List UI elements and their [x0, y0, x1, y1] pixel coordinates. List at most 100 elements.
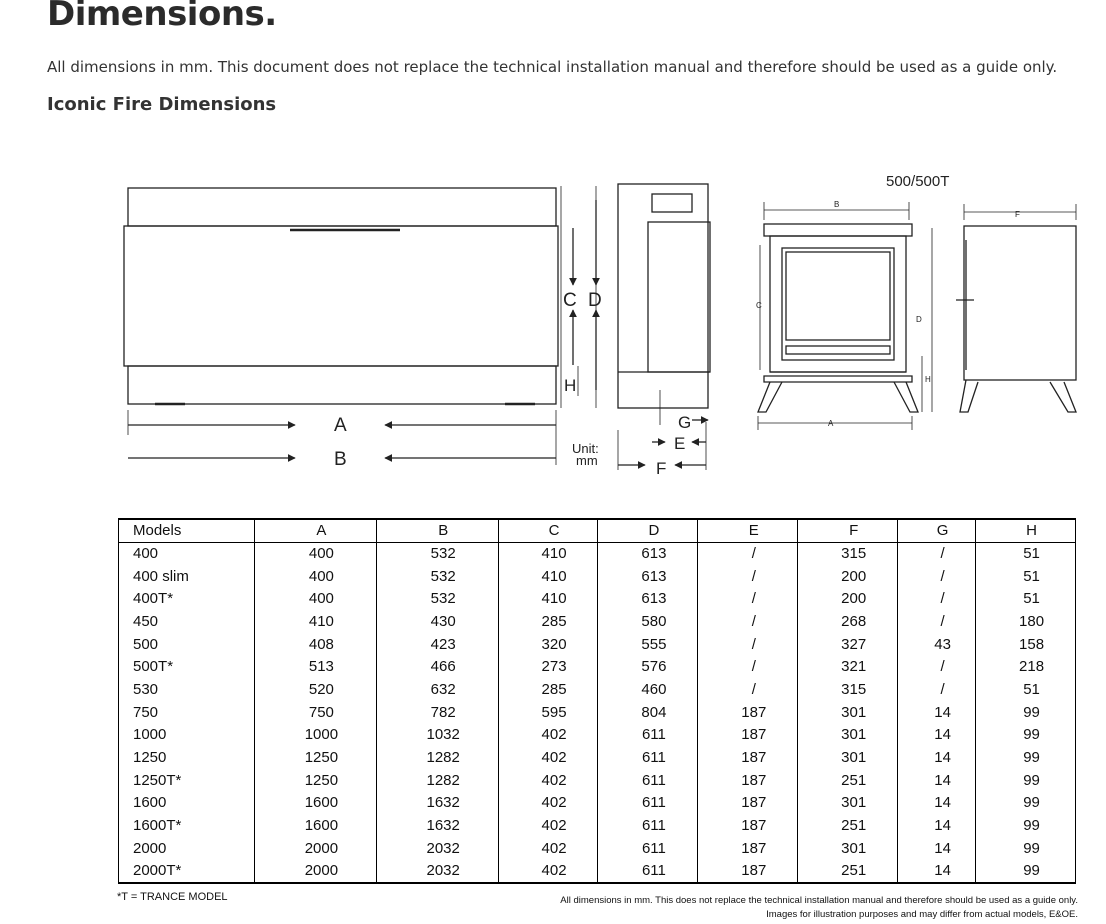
intro-text: All dimensions in mm. This document does… — [47, 58, 1058, 76]
model-cell: 1250 — [118, 746, 255, 770]
dimension-cell: 187 — [697, 792, 799, 815]
dimension-cell: / — [897, 587, 977, 611]
label-f: F — [656, 459, 666, 478]
dimension-cell: 611 — [597, 746, 699, 770]
dimension-cell: 520 — [254, 678, 377, 702]
dimension-cell: 327 — [797, 633, 899, 656]
column-header: B — [375, 518, 499, 543]
dimension-cell: 1032 — [375, 724, 499, 747]
model-cell: 450 — [118, 610, 255, 634]
dimension-cell: 268 — [797, 610, 899, 634]
model-cell: 1600T* — [118, 814, 255, 838]
stove-label-a: A — [828, 419, 834, 428]
dimension-cell: 315 — [797, 678, 899, 702]
dimension-cell: 613 — [597, 565, 699, 588]
dimension-cell: / — [897, 655, 977, 679]
model-cell: 1600 — [118, 792, 255, 815]
dimension-cell: 555 — [597, 633, 699, 656]
model-cell: 400T* — [118, 587, 255, 611]
dimension-cell: 315 — [797, 542, 899, 566]
dimension-cell: 532 — [375, 587, 499, 611]
dimension-cell: / — [697, 542, 799, 566]
dimension-cell: 218 — [975, 655, 1076, 679]
front-view-drawing — [123, 186, 600, 465]
column-header: Models — [118, 518, 255, 543]
stove-label-d: D — [916, 315, 922, 324]
dimension-cell: 187 — [697, 724, 799, 747]
footnote: *T = TRANCE MODEL — [117, 891, 228, 903]
side-view-drawing — [617, 183, 711, 470]
dimension-cell: 285 — [497, 610, 599, 634]
dimension-cell: / — [897, 565, 977, 588]
dimension-cell: 1632 — [375, 792, 499, 815]
dimension-cell: / — [697, 587, 799, 611]
dimension-cell: 613 — [597, 587, 699, 611]
dimension-cell: 532 — [375, 542, 499, 566]
dimension-cell: 2032 — [375, 837, 499, 861]
dimension-cell: 187 — [697, 814, 799, 838]
dimension-cell: / — [697, 655, 799, 679]
dimension-cell: 2032 — [375, 860, 499, 885]
stove-label-c: C — [756, 301, 762, 310]
dimension-cell: 51 — [975, 565, 1076, 588]
model-cell: 1250T* — [118, 769, 255, 793]
dimension-cell: 408 — [254, 633, 377, 656]
label-e: E — [674, 434, 685, 453]
dimension-cell: 187 — [697, 701, 799, 724]
dimension-cell: 99 — [975, 746, 1076, 770]
stove-title: 500/500T — [886, 173, 949, 190]
dimension-cell: 1000 — [254, 724, 377, 747]
dimension-cell: 51 — [975, 542, 1076, 566]
dimension-cell: 410 — [254, 610, 377, 634]
dimension-cell: 513 — [254, 655, 377, 679]
dimension-cell: 99 — [975, 724, 1076, 747]
dimension-cell: 611 — [597, 724, 699, 747]
dimension-cell: 611 — [597, 814, 699, 838]
dimension-cell: 14 — [897, 724, 977, 747]
stove-label-b: B — [834, 200, 839, 209]
dimension-cell: 14 — [897, 860, 977, 885]
dimension-cell: 611 — [597, 837, 699, 861]
disclaimer: All dimensions in mm. This does not repl… — [560, 894, 1078, 922]
dimension-cell: 285 — [497, 678, 599, 702]
dimension-cell: 410 — [497, 587, 599, 611]
dimension-cell: 187 — [697, 860, 799, 885]
dimension-cell: / — [697, 633, 799, 656]
dimension-cell: 1632 — [375, 814, 499, 838]
dimension-cell: 402 — [497, 746, 599, 770]
model-cell: 1000 — [118, 724, 255, 747]
dimension-cell: 158 — [975, 633, 1076, 656]
dimension-cell: 14 — [897, 792, 977, 815]
dimension-cell: 782 — [375, 701, 499, 724]
dimension-diagrams: C D H A B Unit: mm G E F 500/500T B C D … — [123, 173, 1077, 478]
model-cell: 750 — [118, 701, 255, 724]
dimension-cell: 2000 — [254, 860, 377, 885]
dimension-cell: 1250 — [254, 769, 377, 793]
dimension-cell: 400 — [254, 587, 377, 611]
dimension-cell: 14 — [897, 701, 977, 724]
column-header: A — [254, 518, 377, 543]
dimension-cell: 430 — [375, 610, 499, 634]
label-g: G — [678, 413, 691, 432]
dimension-cell: / — [697, 610, 799, 634]
section-title: Iconic Fire Dimensions — [47, 94, 277, 115]
dimension-cell: 1250 — [254, 746, 377, 770]
dimension-cell: 99 — [975, 860, 1076, 885]
dimension-cell: / — [697, 565, 799, 588]
dimension-cell: 301 — [797, 746, 899, 770]
dimension-cell: 251 — [797, 814, 899, 838]
label-h: H — [564, 376, 576, 395]
model-cell: 500 — [118, 633, 255, 656]
stove-label-h: H — [925, 375, 931, 384]
dimension-cell: 1600 — [254, 792, 377, 815]
dimension-cell: 14 — [897, 814, 977, 838]
